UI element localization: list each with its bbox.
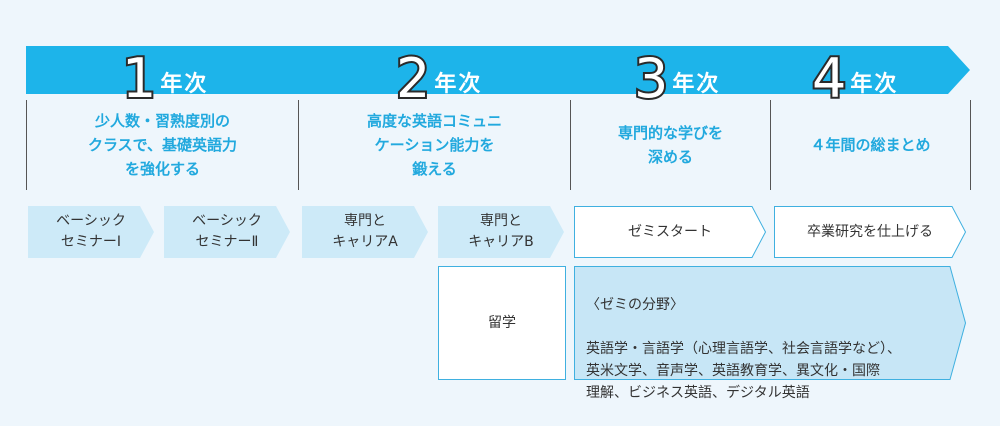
course-label: ベーシック セミナーⅡ [192, 213, 262, 250]
year-suffix: 年次 [160, 72, 209, 97]
year-label-1: 1 年次 [120, 26, 209, 110]
course-label: ゼミスタート [628, 223, 712, 240]
year-suffix: 年次 [850, 72, 899, 97]
course-specialty-career-a: 専門と キャリアA [302, 206, 428, 258]
course-basic-seminar-1: ベーシック セミナーⅠ [28, 206, 154, 258]
year-1-description: 少人数・習熟度別の クラスで、基礎英語力 を強化する [87, 112, 238, 178]
seminar-fields-title: 〈ゼミの分野〉 [586, 297, 684, 313]
seminar-fields-box: 〈ゼミの分野〉 英語学・言語学（心理言語学、社会言語学など）、 英米文学、音声学… [574, 266, 966, 401]
course-label: 専門と キャリアB [468, 213, 534, 250]
study-abroad-label: 留学 [488, 314, 516, 331]
course-label: ベーシック セミナーⅠ [56, 213, 126, 250]
year-suffix: 年次 [434, 72, 483, 97]
column-divider [770, 100, 771, 190]
year-2-description: 高度な英語コミュニ ケーション能力を 鍛える [366, 112, 502, 178]
seminar-fields-text: 〈ゼミの分野〉 英語学・言語学（心理言語学、社会言語学など）、 英米文学、音声学… [586, 272, 956, 426]
year-number: 1 [120, 47, 158, 110]
column-divider [970, 100, 971, 190]
column-divider [298, 100, 299, 190]
year-number: 2 [394, 47, 432, 110]
year-label-2: 2 年次 [394, 26, 483, 110]
year-suffix: 年次 [672, 72, 721, 97]
year-number: 4 [810, 47, 848, 110]
timeline-banner-arrow [26, 46, 970, 94]
year-number: 3 [632, 47, 670, 110]
course-seminar-start: ゼミスタート [574, 206, 766, 258]
year-label-4: 4 年次 [810, 26, 899, 110]
course-specialty-career-b: 専門と キャリアB [438, 206, 564, 258]
column-divider [570, 100, 571, 190]
seminar-fields-body: 英語学・言語学（心理言語学、社会言語学など）、 英米文学、音声学、英語教育学、異… [586, 341, 901, 401]
study-abroad-box: 留学 [438, 266, 566, 380]
year-label-3: 3 年次 [632, 26, 721, 110]
year-4-description: ４年間の総まとめ [810, 136, 931, 154]
course-label: 卒業研究を仕上げる [807, 223, 933, 240]
course-graduation-research: 卒業研究を仕上げる [774, 206, 966, 258]
course-basic-seminar-2: ベーシック セミナーⅡ [164, 206, 290, 258]
year-3-description: 専門的な学びを 深める [617, 124, 723, 166]
course-label: 専門と キャリアA [332, 213, 398, 250]
column-divider [26, 100, 27, 190]
